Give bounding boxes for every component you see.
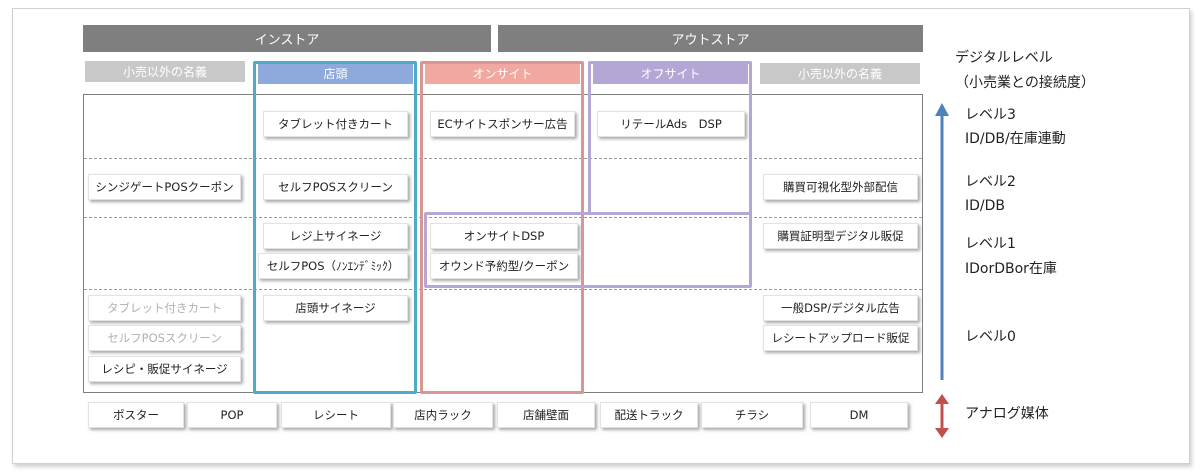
analog-item: DM (810, 402, 908, 428)
digital-level-arrow-icon (935, 103, 949, 380)
digital-level-subtitle: （小売業との接続度） (955, 75, 1095, 91)
box-onsite-dsp: オンサイトDSP (430, 223, 578, 249)
onsite-outline (420, 61, 584, 394)
analog-double-arrow-icon (935, 394, 949, 438)
level2-desc: ID/DB (965, 198, 1006, 214)
level-divider-2-1 (84, 217, 922, 218)
level-divider-3-2 (84, 158, 922, 159)
box-owned-reservation-coupon: オウンド予約型/クーポン (430, 253, 578, 279)
level3-label: レベル3 (965, 107, 1016, 123)
box-retail-ads-dsp: リテールAds DSP (597, 111, 745, 137)
analog-item: POP (187, 402, 277, 428)
analog-item: 店舗壁面 (497, 402, 595, 428)
box-receipt-upload-promo: レシートアップロード販促 (763, 325, 918, 351)
level-divider-1-0 (84, 289, 922, 290)
subheader-non-retail-right: 小売以外の名義 (760, 63, 920, 84)
subheader-onsite: オンサイト (425, 63, 580, 84)
box-faded-tablet-cart: タブレット付きカート (88, 295, 241, 321)
box-tablet-cart: タブレット付きカート (263, 111, 408, 137)
offsite-outline-upper (588, 61, 752, 215)
box-purchase-visual-ad: 購買可視化型外部配信 (763, 174, 918, 200)
storefront-outline (253, 61, 417, 394)
analog-media-label: アナログ媒体 (965, 406, 1049, 422)
subheader-storefront: 店頭 (258, 63, 413, 84)
box-general-dsp-ad: 一般DSP/デジタル広告 (763, 295, 918, 321)
analog-item: チラシ (701, 402, 803, 428)
header-instore: インストア (83, 25, 491, 52)
box-self-pos-screen: セルフPOSスクリーン (263, 174, 408, 200)
box-ec-sponsor-ad: ECサイトスポンサー広告 (430, 111, 575, 137)
level2-label: レベル2 (965, 174, 1016, 190)
digital-level-title: デジタルレベル (955, 50, 1053, 66)
subheader-non-retail-left: 小売以外の名義 (85, 61, 245, 82)
box-register-signage: レジ上サイネージ (263, 223, 408, 249)
box-store-signage: 店頭サイネージ (263, 295, 408, 321)
offsite-outline-lower (424, 212, 752, 288)
level1-desc: IDorDBor在庫 (965, 261, 1057, 277)
subheader-offsite: オフサイト (593, 63, 748, 84)
analog-item: レシート (281, 402, 391, 428)
box-purchase-proof-promo: 購買証明型デジタル販促 (763, 223, 918, 249)
level0-label: レベル0 (965, 329, 1016, 345)
level3-desc: ID/DB/在庫連動 (965, 131, 1066, 147)
box-faded-self-pos: セルフPOSスクリーン (88, 325, 241, 351)
box-recipe-promo-signage: レシピ・販促サイネージ (88, 356, 241, 382)
box-self-pos-non-edemic: セルフPOS（ﾉﾝｴﾝﾃﾞﾐｯｸ） (258, 253, 408, 279)
analog-item: 配送トラック (600, 402, 698, 428)
level1-label: レベル1 (965, 236, 1016, 252)
analog-item: 店内ラック (393, 402, 493, 428)
header-outstore: アウトストア (498, 25, 923, 52)
analog-item: ポスター (88, 402, 184, 428)
box-signage-pos-coupon: シンジゲートPOSクーポン (88, 174, 241, 200)
